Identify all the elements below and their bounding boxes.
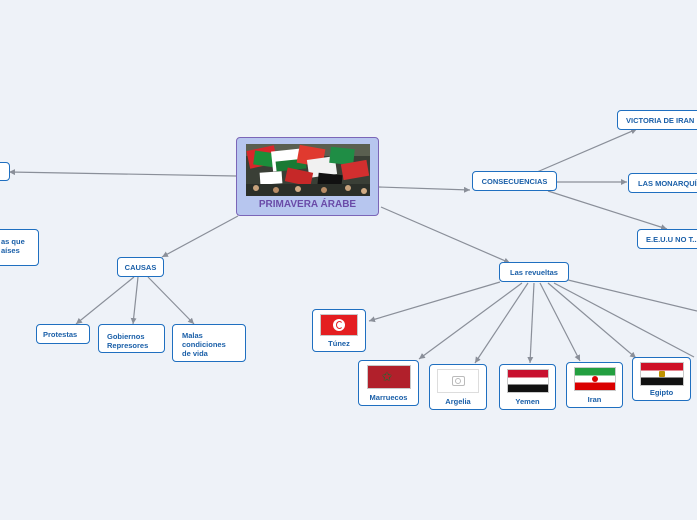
monarquias-label: LAS MONARQUÍAS bbox=[638, 178, 697, 188]
morocco-flag-icon: ✩ bbox=[366, 365, 411, 389]
monarquias-node[interactable]: LAS MONARQUÍAS bbox=[628, 173, 697, 193]
eeuu-label: E.E.U.U NO T... bbox=[646, 234, 697, 244]
protestas-label: Protestas bbox=[43, 329, 78, 339]
link-left bbox=[8, 169, 237, 177]
iran-flag-icon bbox=[573, 367, 616, 391]
egipto-label: Egipto bbox=[649, 388, 674, 397]
yemen-flag-icon bbox=[506, 369, 549, 393]
revueltas-node[interactable]: Las revueltas bbox=[499, 262, 569, 282]
victoria-iran-label: VICTORIA DE IRAN bbox=[626, 115, 695, 125]
image-placeholder-icon bbox=[437, 369, 479, 393]
country-node-egipto[interactable]: Egipto bbox=[632, 357, 691, 401]
country-node-iran[interactable]: Iran bbox=[566, 362, 623, 408]
crowd-flags-image bbox=[246, 144, 370, 196]
gobiernos-represores-node[interactable]: Gobiernos Represores bbox=[98, 324, 165, 353]
left-partial-line1: as que bbox=[1, 237, 25, 246]
revueltas-label: Las revueltas bbox=[510, 267, 558, 277]
tunisia-flag-icon bbox=[320, 314, 358, 336]
consecuencias-node[interactable]: CONSECUENCIAS bbox=[472, 171, 557, 191]
iran-label: Iran bbox=[587, 395, 602, 404]
tunez-label: Túnez bbox=[328, 339, 350, 348]
central-topic-node[interactable]: PRIMAVERA ÁRABE bbox=[236, 137, 379, 216]
marruecos-label: Marruecos bbox=[369, 393, 408, 402]
causas-label: CAUSAS bbox=[124, 262, 157, 272]
protestas-node[interactable]: Protestas bbox=[36, 324, 90, 344]
link-revueltas bbox=[380, 206, 511, 264]
country-node-yemen[interactable]: Yemen bbox=[499, 364, 556, 410]
left-edge-node[interactable] bbox=[0, 162, 10, 181]
left-partial-line2: aíses bbox=[1, 246, 20, 255]
causas-node[interactable]: CAUSAS bbox=[117, 257, 164, 277]
country-node-argelia[interactable]: Argelia bbox=[429, 364, 487, 410]
eeuu-node[interactable]: E.E.U.U NO T... bbox=[637, 229, 697, 249]
link-consecuencias bbox=[378, 186, 471, 193]
gobiernos-represores-label: Gobiernos Represores bbox=[107, 332, 149, 350]
country-node-marruecos[interactable]: ✩ Marruecos bbox=[358, 360, 419, 406]
yemen-label: Yemen bbox=[515, 397, 540, 406]
country-node-tunez[interactable]: Túnez bbox=[312, 309, 366, 352]
egypt-flag-icon bbox=[639, 362, 684, 386]
link-causas bbox=[161, 215, 239, 258]
consecuencias-label: CONSECUENCIAS bbox=[481, 176, 548, 186]
victoria-iran-node[interactable]: VICTORIA DE IRAN bbox=[617, 110, 697, 130]
malas-condiciones-label: Malas condiciones de vida bbox=[182, 331, 226, 358]
malas-condiciones-node[interactable]: Malas condiciones de vida bbox=[172, 324, 246, 362]
argelia-label: Argelia bbox=[445, 397, 471, 406]
central-title: PRIMAVERA ÁRABE bbox=[258, 199, 357, 210]
left-partial-node[interactable]: as que aíses bbox=[0, 229, 39, 266]
